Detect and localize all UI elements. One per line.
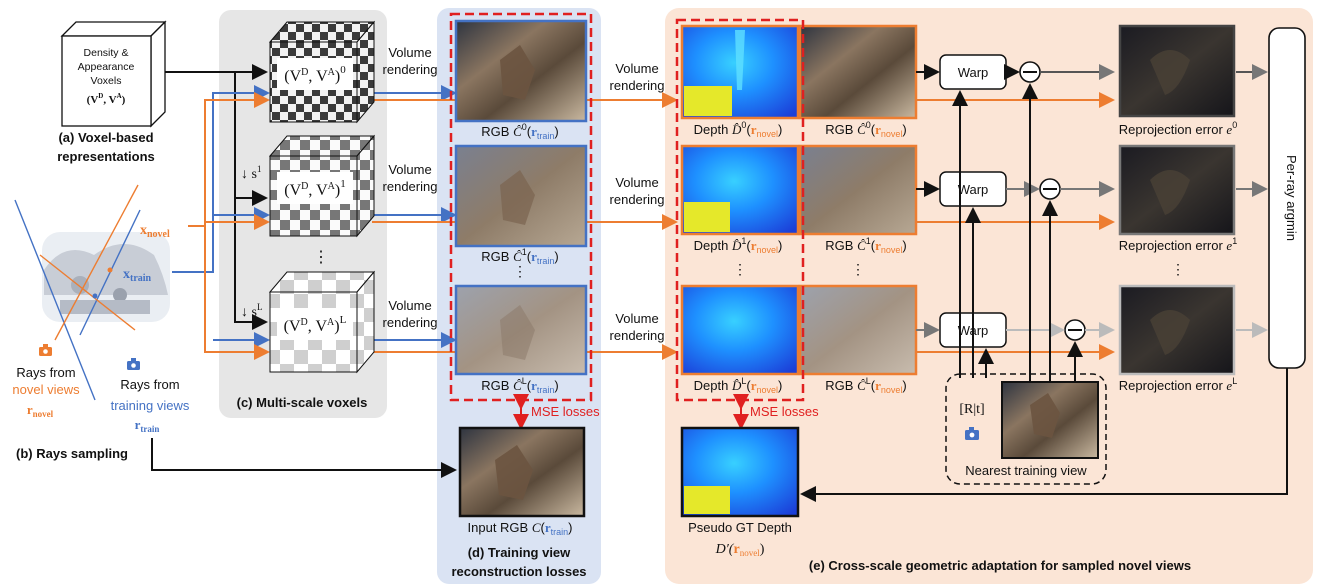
x-novel-label: xnovel	[140, 223, 170, 240]
vr-label-0-l1: Volume	[388, 45, 431, 60]
warp-label-1: Warp	[958, 182, 989, 197]
vr-label-L-l2: rendering	[383, 315, 438, 330]
depth-caption-0: Depth D̂0(rnovel)	[694, 120, 783, 139]
depth-dots: ⋮	[733, 261, 747, 277]
depth-image-1	[680, 144, 800, 236]
vr-label-m1-l1: Volume	[615, 175, 658, 190]
train-rays-line1: Rays from	[120, 377, 179, 392]
train-ray-a	[14, 199, 96, 401]
rgb-novel-image-1	[798, 144, 918, 236]
novel-rays-line2: novel views	[12, 382, 80, 397]
vr-label-m1-l2: rendering	[610, 192, 665, 207]
subtract-circle-0	[1019, 61, 1041, 83]
reproj-caption-1: Reprojection error e1	[1119, 236, 1237, 253]
nearest-view-box	[945, 373, 1107, 485]
novel-ray-b	[39, 254, 136, 331]
voxel-label-1: (a) Voxel-based	[58, 130, 153, 145]
depth-image-L	[680, 284, 800, 376]
warp-label-0: Warp	[958, 65, 989, 80]
rgb-train-caption-0: RGB Ĉ0(rtrain)	[481, 122, 558, 141]
reproj-dots: ⋮	[1171, 261, 1185, 277]
nearest-view-label: Nearest training view	[965, 463, 1087, 478]
rgb-novel-caption-0: RGB Ĉ0(rnovel)	[825, 120, 906, 139]
vr-label-0-l2: rendering	[383, 62, 438, 77]
adaptation-label: (e) Cross-scale geometric adaptation for…	[809, 558, 1191, 573]
vr-label-mL-l2: rendering	[610, 328, 665, 343]
training-mse-label: MSE losses	[531, 404, 600, 419]
x-train-label: xtrain	[123, 267, 152, 284]
pseudo-gt-symbol: D′(rnovel)	[715, 542, 765, 558]
rgb-novel-caption-L: RGB ĈL(rnovel)	[825, 376, 906, 395]
rgb-train-caption-1: RGB Ĉ1(rtrain)	[481, 247, 558, 266]
voxel-symbol: (VD, VA)	[87, 92, 126, 106]
pseudo-gt-depth-image	[680, 426, 800, 518]
cube-0-symbol: (VD, VA)0	[284, 64, 346, 85]
voxel-cube-scale-1	[268, 134, 376, 238]
multiscale-label: (c) Multi-scale voxels	[237, 395, 368, 410]
reproj-caption-L: Reprojection error eL	[1119, 376, 1237, 393]
r-train-label: rtrain	[135, 417, 160, 434]
voxel-cube-scale-0	[268, 20, 376, 124]
density-voxel-cube	[60, 20, 167, 128]
scale-L-label: ↓ sL	[241, 302, 262, 320]
cube-L-symbol: (VD, VA)L	[284, 314, 347, 335]
rgb-novel-image-0	[798, 24, 918, 120]
training-dots: ⋮	[513, 263, 527, 279]
vr-label-mL-l1: Volume	[615, 311, 658, 326]
input-rgb-caption: Input RGB C(rtrain)	[468, 520, 573, 537]
voxel-title-3: Voxels	[91, 75, 122, 87]
depth-image-0	[680, 24, 800, 120]
vr-label-1-l2: rendering	[383, 179, 438, 194]
subtract-circle-L	[1064, 319, 1086, 341]
vr-label-m0-l1: Volume	[615, 61, 658, 76]
voxel-title-2: Appearance	[78, 61, 135, 73]
rgb-train-caption-L: RGB ĈL(rtrain)	[481, 376, 558, 395]
reproj-caption-0: Reprojection error e0	[1119, 120, 1237, 137]
nearest-camera-icon	[965, 427, 979, 440]
vr-label-L-l1: Volume	[388, 298, 431, 313]
rgb-novel-image-L	[798, 284, 918, 376]
voxel-cube-scale-L	[268, 270, 376, 374]
cube-1-symbol: (VD, VA)1	[284, 178, 345, 199]
argmin-label: Per-ray argmin	[1284, 155, 1299, 241]
vr-label-m0-l2: rendering	[610, 78, 665, 93]
r-novel-label: rnovel	[27, 402, 54, 419]
training-label-1: (d) Training view	[468, 545, 571, 560]
depth-mse-label: MSE losses	[750, 404, 819, 419]
pose-label: [R|t]	[959, 402, 984, 417]
train-camera-icon	[127, 358, 140, 370]
depth-caption-L: Depth D̂L(rnovel)	[694, 376, 783, 395]
depth-caption-1: Depth D̂1(rnovel)	[694, 236, 783, 255]
rays-sampling-label: (b) Rays sampling	[16, 446, 128, 461]
voxel-title-1: Density &	[84, 47, 129, 59]
cube-dots: ⋮	[313, 249, 329, 266]
subtract-circle-1	[1039, 178, 1061, 200]
novel-camera-icon	[39, 344, 52, 356]
novel-ray-a	[54, 184, 139, 341]
rgb-novel-dots: ⋮	[851, 261, 865, 277]
voxel-label-2: representations	[57, 149, 155, 164]
scale-1-label: ↓ s1	[241, 164, 261, 182]
vr-label-1-l1: Volume	[388, 162, 431, 177]
novel-rays-line1: Rays from	[16, 365, 75, 380]
training-label-2: reconstruction losses	[451, 564, 586, 579]
rgb-novel-caption-1: RGB Ĉ1(rnovel)	[825, 236, 906, 255]
pseudo-gt-line1: Pseudo GT Depth	[688, 520, 792, 535]
train-rays-line2: training views	[111, 398, 190, 413]
